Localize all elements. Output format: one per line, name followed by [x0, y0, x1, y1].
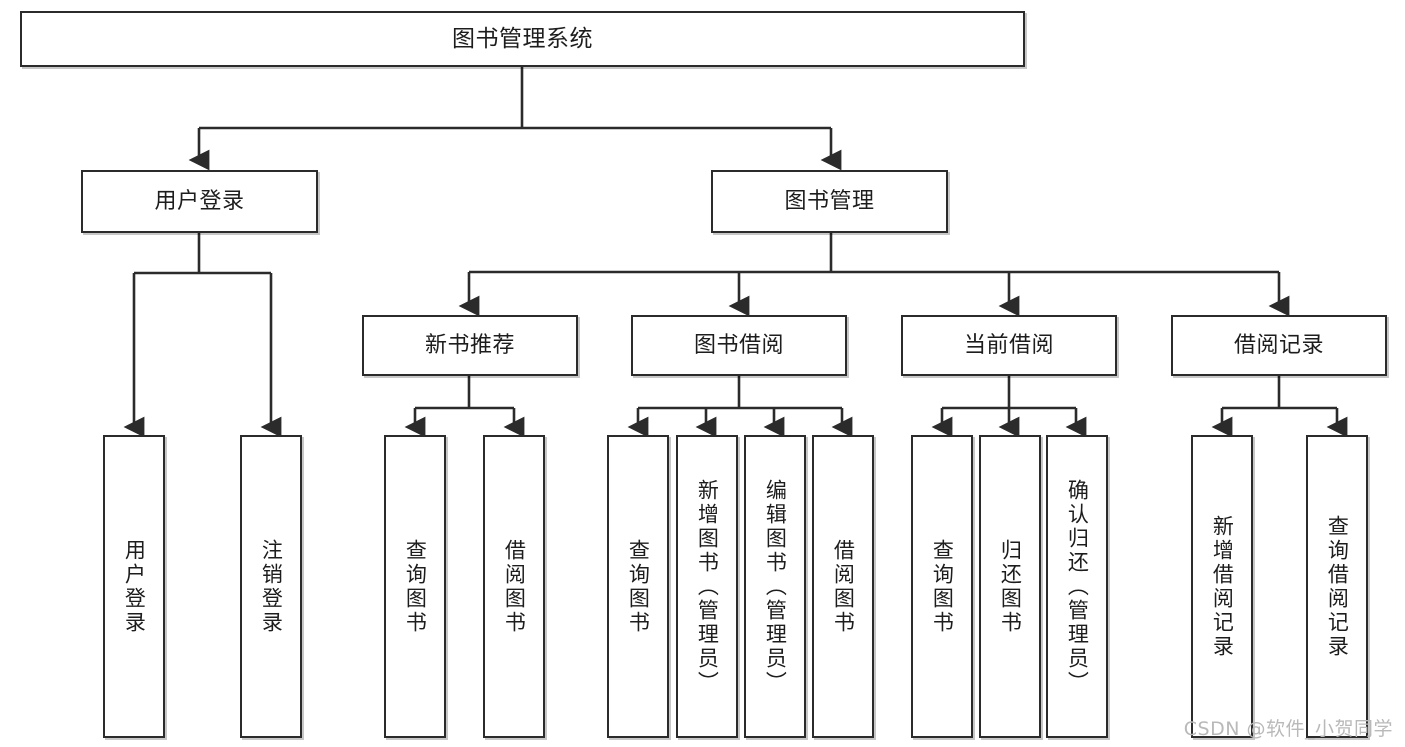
node-label: 借阅图书	[502, 538, 527, 635]
node-label: 新增借阅记录	[1210, 514, 1235, 659]
node-label: 当前借阅	[963, 332, 1054, 358]
node-leaf-confirm-return-admin[interactable]: 确认归还（管理员）	[1046, 435, 1108, 738]
node-borrow-record[interactable]: 借阅记录	[1171, 315, 1387, 376]
node-leaf-edit-book-admin[interactable]: 编辑图书（管理员）	[744, 435, 806, 738]
node-current-borrow[interactable]: 当前借阅	[901, 315, 1117, 376]
node-leaf-add-borrow-record[interactable]: 新增借阅记录	[1191, 435, 1253, 738]
node-label: 用户登录	[154, 188, 245, 214]
node-leaf-query-book-3[interactable]: 查询图书	[911, 435, 973, 738]
node-label: 图书借阅	[693, 332, 784, 358]
node-label: 借阅图书	[831, 538, 856, 635]
node-root-book-management-system[interactable]: 图书管理系统	[20, 11, 1025, 67]
node-leaf-add-book-admin[interactable]: 新增图书（管理员）	[676, 435, 738, 738]
node-leaf-query-book-2[interactable]: 查询图书	[607, 435, 669, 738]
node-leaf-return-book[interactable]: 归还图书	[979, 435, 1041, 738]
watermark-csdn: CSDN @软件_小贺同学	[1183, 718, 1393, 740]
node-label: 归还图书	[998, 538, 1023, 635]
node-label: 查询图书	[930, 538, 955, 635]
node-label: 图书管理	[784, 188, 875, 214]
node-label: 新书推荐	[424, 332, 515, 358]
node-label: 编辑图书（管理员）	[763, 478, 788, 695]
node-label: 查询图书	[626, 538, 651, 635]
node-new-book-recommend[interactable]: 新书推荐	[362, 315, 578, 376]
node-label: 图书管理系统	[452, 25, 593, 52]
node-leaf-borrow-book-2[interactable]: 借阅图书	[812, 435, 874, 738]
node-leaf-borrow-book-1[interactable]: 借阅图书	[483, 435, 545, 738]
node-label: 新增图书（管理员）	[695, 478, 720, 695]
node-label: 查询借阅记录	[1325, 514, 1350, 659]
node-leaf-query-book-1[interactable]: 查询图书	[384, 435, 446, 738]
node-label: 借阅记录	[1233, 332, 1324, 358]
node-book-borrow[interactable]: 图书借阅	[631, 315, 847, 376]
node-book-management[interactable]: 图书管理	[711, 170, 948, 233]
node-label: 确认归还（管理员）	[1065, 478, 1090, 695]
node-label: 查询图书	[403, 538, 428, 635]
node-leaf-query-borrow-record[interactable]: 查询借阅记录	[1306, 435, 1368, 738]
node-label: 用户登录	[122, 538, 147, 635]
node-user-login[interactable]: 用户登录	[81, 170, 318, 233]
node-label: 注销登录	[259, 538, 284, 635]
node-leaf-user-login[interactable]: 用户登录	[103, 435, 165, 738]
node-leaf-logout-login[interactable]: 注销登录	[240, 435, 302, 738]
